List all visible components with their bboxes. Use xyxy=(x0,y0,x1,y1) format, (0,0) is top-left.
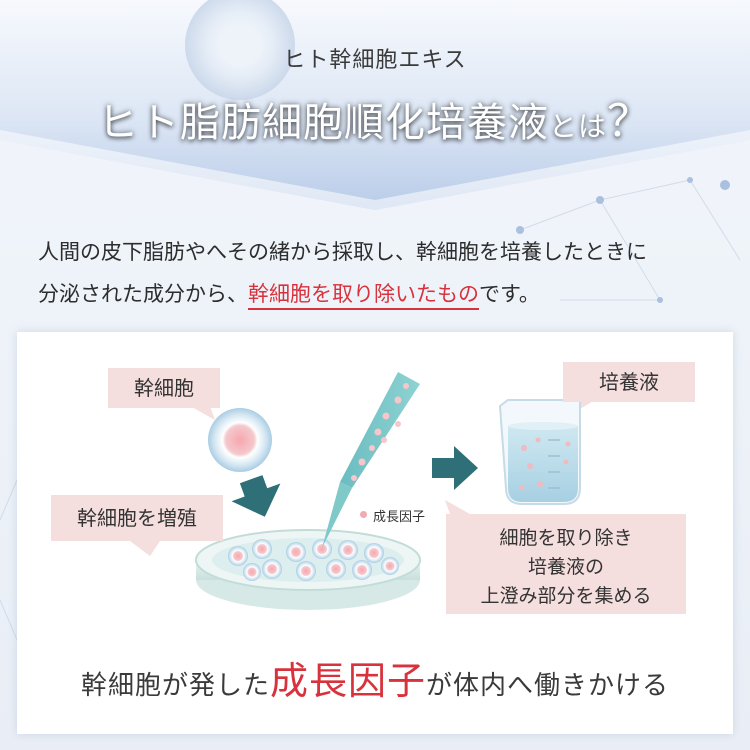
down-arrow-icon xyxy=(231,475,281,517)
process-note-line-1: 細胞を取り除き xyxy=(499,527,633,549)
intro-line-2: 分泌された成分から、幹細胞を取り除いたものです。 xyxy=(38,273,728,315)
title-question-mark: ？ xyxy=(607,96,652,147)
intro-text: 人間の皮下脂肪やへその緒から採取し、幹細胞を培養したときに 分泌された成分から、… xyxy=(38,231,728,315)
header-subtitle: ヒト幹細胞エキス xyxy=(283,48,467,73)
process-note-line-2: 培養液の xyxy=(527,556,604,578)
stem-cell-label: 幹細胞 xyxy=(108,368,220,408)
conclusion-text: 幹細胞が発した成長因子が体内へ働きかける xyxy=(0,650,750,705)
process-note: 細胞を取り除き 培養液の 上澄み部分を集める xyxy=(446,514,686,614)
intro-highlight: 幹細胞を取り除いたもの xyxy=(248,282,479,310)
bubble-tail-proliferation xyxy=(130,541,160,556)
bubble-tail-stem-cell xyxy=(190,406,215,420)
header-banner xyxy=(0,0,750,210)
intro-line-1: 人間の皮下脂肪やへその緒から採取し、幹細胞を培養したときに xyxy=(38,240,647,264)
title-main: ヒト脂肪細胞順化培養液 xyxy=(97,100,549,146)
growth-factor-dot-icon xyxy=(360,511,367,518)
page-title: ヒト脂肪細胞順化培養液とは？ xyxy=(0,85,750,149)
process-note-line-3: 上澄み部分を集める xyxy=(480,585,652,607)
beaker-icon xyxy=(498,399,581,505)
conclusion-part-1: 幹細胞が発した xyxy=(80,671,270,701)
pipette-icon xyxy=(322,372,420,548)
proliferation-label: 幹細胞を増殖 xyxy=(51,495,223,541)
bubble-tail-process xyxy=(445,500,470,514)
cultured-cells xyxy=(228,539,399,581)
intro-line-2-prefix: 分泌された成分から、 xyxy=(38,282,248,306)
culture-medium-label: 培養液 xyxy=(563,362,695,402)
growth-factor-label: 成長因子 xyxy=(373,510,426,525)
title-suffix: とは xyxy=(548,110,607,143)
intro-line-2-suffix: です。 xyxy=(479,282,540,306)
right-arrow-icon xyxy=(432,446,478,490)
conclusion-part-2: が体内へ働きかける xyxy=(426,671,670,701)
conclusion-highlight: 成長因子 xyxy=(269,659,426,703)
stem-cell-icon xyxy=(208,408,272,472)
